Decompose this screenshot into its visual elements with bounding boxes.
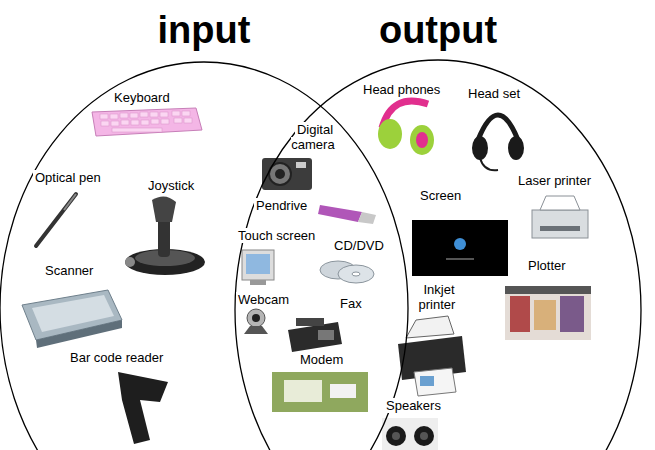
joystick-icon bbox=[125, 196, 205, 275]
cd-icon bbox=[320, 261, 374, 283]
device-label: Modem bbox=[298, 352, 345, 367]
inkjet-printer-icon bbox=[398, 316, 466, 396]
device-label: Joystick bbox=[146, 178, 196, 193]
device-label: Speakers bbox=[384, 398, 443, 413]
device-label: Inkjet printer bbox=[419, 282, 458, 312]
device-label: Bar code reader bbox=[68, 350, 165, 365]
modem-icon bbox=[272, 372, 368, 412]
device-label: Scanner bbox=[43, 263, 95, 278]
headset-icon bbox=[472, 115, 524, 170]
device-label: Plotter bbox=[526, 258, 568, 273]
device-label: Digital camera bbox=[291, 122, 336, 152]
device-label-box: Plotter bbox=[526, 258, 568, 273]
device-label-box: Digital camera bbox=[280, 122, 348, 152]
device-label-box: Keyboard bbox=[112, 90, 172, 105]
device-label-box: Bar code reader bbox=[68, 350, 165, 365]
device-label-box: Inkjet printer bbox=[410, 282, 466, 312]
scanner-icon bbox=[22, 290, 122, 348]
device-label: Keyboard bbox=[112, 90, 172, 105]
laser-printer-icon bbox=[532, 196, 588, 238]
webcam-icon bbox=[244, 309, 268, 334]
device-label-box: Fax bbox=[338, 296, 364, 311]
device-label-box: Joystick bbox=[146, 178, 196, 193]
device-label-box: Laser printer bbox=[516, 173, 593, 188]
device-label-box: Scanner bbox=[43, 263, 95, 278]
device-label: Webcam bbox=[236, 292, 291, 307]
device-label-box: CD/DVD bbox=[332, 238, 386, 253]
plotter-icon bbox=[505, 286, 591, 340]
device-label-box: Screen bbox=[418, 188, 463, 203]
device-label: Screen bbox=[418, 188, 463, 203]
fax-icon bbox=[288, 318, 342, 352]
circle-outline bbox=[0, 8, 410, 450]
device-label: Pendrive bbox=[254, 198, 309, 213]
circle-heading: output bbox=[379, 9, 497, 51]
device-label-box: Webcam bbox=[236, 292, 291, 307]
touch-screen-icon bbox=[242, 250, 274, 285]
keyboard-icon bbox=[92, 108, 202, 136]
device-label: Head set bbox=[466, 86, 522, 101]
device-label-box: Speakers bbox=[384, 398, 443, 413]
device-label-box: Head set bbox=[466, 86, 522, 101]
speakers-icon bbox=[382, 418, 438, 450]
device-label: Head phones bbox=[361, 82, 442, 97]
device-label-box: Modem bbox=[298, 352, 345, 367]
headphones-icon bbox=[378, 101, 434, 155]
device-label: Optical pen bbox=[33, 170, 103, 185]
device-label: CD/DVD bbox=[332, 238, 386, 253]
device-label-box: Touch screen bbox=[236, 228, 317, 243]
circle-heading-row: input bbox=[0, 8, 410, 52]
venn-circle: input bbox=[0, 8, 410, 450]
device-label-box: Head phones bbox=[361, 82, 442, 97]
circle-heading: input bbox=[158, 9, 251, 51]
pendrive-icon bbox=[318, 205, 376, 224]
device-label-box: Optical pen bbox=[33, 170, 103, 185]
screen-icon bbox=[412, 220, 508, 276]
device-label: Fax bbox=[338, 296, 364, 311]
optical-pen-icon bbox=[36, 194, 76, 246]
device-label: Laser printer bbox=[516, 173, 593, 188]
circle-heading-row: output bbox=[232, 8, 644, 52]
device-label: Touch screen bbox=[236, 228, 317, 243]
device-label-box: Pendrive bbox=[254, 198, 309, 213]
camera-icon bbox=[262, 158, 312, 190]
barcode-reader-icon bbox=[118, 372, 168, 444]
